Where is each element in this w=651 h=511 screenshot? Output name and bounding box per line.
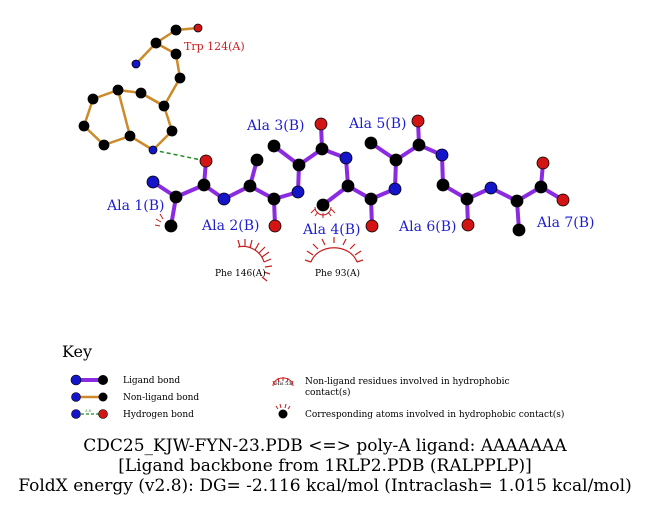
atom-carbon [512, 223, 526, 237]
label-ala4: Ala 4(B) [302, 222, 361, 238]
atom-carbon [315, 142, 329, 156]
atom-carbon [364, 192, 378, 206]
label-ala6: Ala 6(B) [398, 219, 457, 235]
key-hydrophobic-residue-line1: Non-ligand residues involved in hydropho… [305, 377, 510, 387]
atom-carbon [460, 192, 474, 206]
key-nonligand-bond-label: Non-ligand bond [123, 393, 199, 403]
atom-carbon [98, 139, 110, 151]
atom-nitrogen [339, 151, 353, 165]
label-trp124: Trp 124(A) [184, 40, 245, 53]
key-hbond-label: Hydrogen bond [123, 410, 194, 420]
label-ala3: Ala 3(B) [246, 118, 305, 134]
atom-carbon [534, 180, 548, 194]
label-ala2: Ala 2(B) [201, 218, 260, 234]
atom-carbon [166, 125, 178, 137]
atom-oxygen [461, 218, 475, 232]
atom-carbon [510, 194, 524, 208]
atom-nitrogen [217, 192, 231, 206]
atom-oxygen [314, 117, 328, 131]
atom-carbon [292, 158, 306, 172]
atom-carbon [164, 219, 178, 233]
key-legend: Key Ligand bond Non-ligand bond 3.0 Hydr… [62, 342, 564, 420]
atom-carbon [267, 139, 281, 153]
hydrogen-bond-line [152, 149, 207, 162]
atom-oxygen [268, 219, 282, 233]
key-ligand-bond-label: Ligand bond [123, 376, 180, 386]
phe146-hydrophobic-arc [237, 239, 273, 282]
atom-carbon [243, 179, 257, 193]
atom-carbon [412, 138, 426, 152]
atom-carbon [170, 24, 182, 36]
atom-carbon [112, 84, 124, 96]
atom-carbon [150, 37, 162, 49]
key-title: Key [62, 342, 92, 361]
atom-nitrogen [388, 182, 402, 196]
key-hydrophobic-atoms-label: Corresponding atoms involved in hydropho… [305, 409, 564, 420]
atom-carbon [436, 178, 450, 192]
footer-line3: FoldX energy (v2.8): DG= -2.116 kcal/mol… [18, 476, 631, 496]
key-hbond-distance: 3.0 [85, 408, 92, 413]
atom-oxygen [199, 154, 213, 168]
label-phe146: Phe 146(A) [215, 268, 266, 279]
key-hydrophobic-residue-line2: contact(s) [305, 387, 351, 398]
atom-carbon [135, 87, 147, 99]
atom-carbon [174, 72, 186, 84]
atom-carbon [364, 136, 378, 150]
key-hydrophobic-sample-label: His 53 [275, 381, 291, 387]
atom-carbon [389, 153, 403, 167]
atom-nitrogen [148, 145, 158, 155]
atom-nitrogen [131, 59, 141, 69]
atom-carbon [197, 178, 211, 192]
ligand-backbone [151, 119, 565, 232]
atom-carbon [267, 192, 281, 206]
atom-carbon [250, 153, 264, 167]
label-ala1: Ala 1(B) [106, 198, 165, 214]
atom-oxygen [536, 156, 550, 170]
atom-carbon [87, 93, 99, 105]
atom-oxygen [193, 23, 203, 33]
atom-carbon [158, 100, 170, 112]
atom-carbon [78, 120, 90, 132]
label-phe93: Phe 93(A) [315, 268, 360, 279]
atom-oxygen [556, 193, 570, 207]
atom-nitrogen [435, 148, 449, 162]
label-ala7: Ala 7(B) [536, 215, 595, 231]
footer-line1: CDC25_KJW-FYN-23.PDB <=> poly-A ligand: … [83, 436, 567, 456]
atom-carbon [124, 130, 136, 142]
phe93-hydrophobic-arc [304, 237, 364, 263]
atom-nitrogen [291, 185, 305, 199]
label-ala5: Ala 5(B) [348, 116, 407, 132]
atom-carbon [170, 48, 182, 60]
atom-carbon [169, 190, 183, 204]
hydrophobic-contact-atoms [154, 206, 336, 227]
atom-oxygen [411, 114, 425, 128]
atom-nitrogen [484, 181, 498, 195]
footer-line2: [Ligand backbone from 1RLP2.PDB (RALPPLP… [118, 456, 532, 476]
atoms [78, 23, 570, 237]
atom-oxygen [365, 219, 379, 233]
atom-nitrogen [146, 175, 160, 189]
atom-carbon [316, 198, 330, 212]
atom-carbon [341, 179, 355, 193]
